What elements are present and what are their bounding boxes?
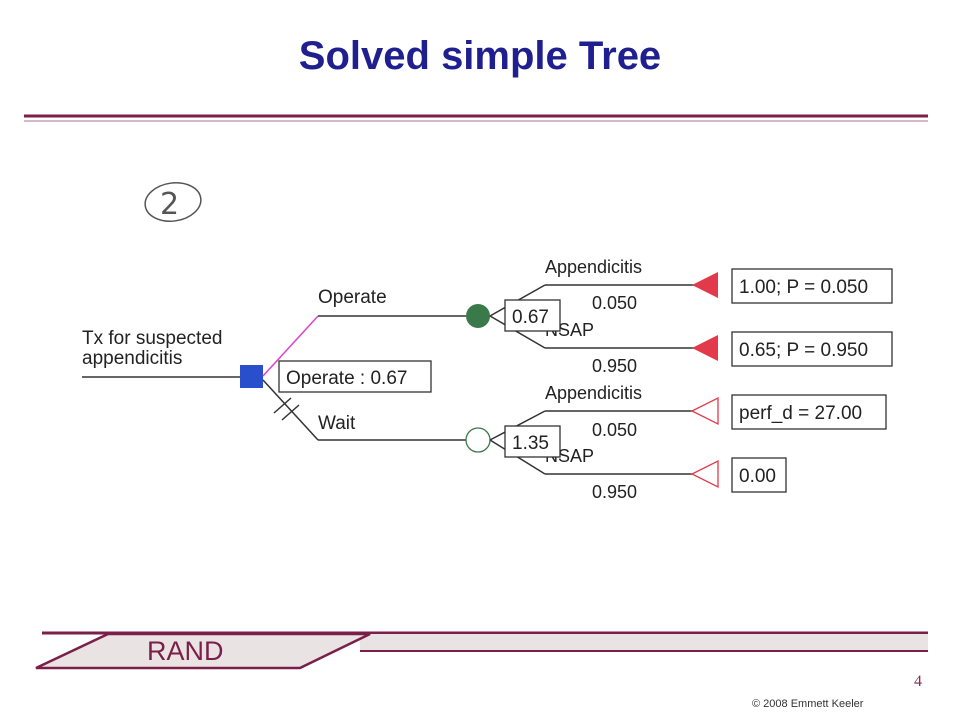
wait-chance-value-box <box>504 425 561 458</box>
terminal-node-operate-nsap <box>692 335 718 361</box>
operate-branch <box>262 315 466 377</box>
wait-appendicitis-label: Appendicitis <box>545 383 642 403</box>
result-wait-nsap: 0.00 <box>739 466 776 487</box>
root-label-line1: Tx for suspected <box>82 328 222 349</box>
cut-mark-1 <box>273 397 292 414</box>
operate-chance-value: 0.67 <box>512 307 549 328</box>
wait-chance-node <box>465 427 491 453</box>
decision-node <box>240 365 263 388</box>
result-operate-appendicitis: 1.00; P = 0.050 <box>739 277 868 298</box>
result-box-wait-nsap <box>731 457 787 493</box>
result-box-wait-appendicitis <box>731 394 887 430</box>
footer-band: RAND <box>35 631 928 670</box>
handwritten-number: 2 <box>160 187 179 222</box>
result-box-operate-nsap <box>731 331 893 367</box>
cut-mark-2 <box>281 404 300 421</box>
terminal-node-wait-nsap <box>690 459 719 489</box>
terminal-node-wait-appendicitis <box>690 396 719 426</box>
wait-chance-value: 1.35 <box>512 433 549 454</box>
rand-logo-text: RAND <box>147 636 224 666</box>
decision-value: Operate : 0.67 <box>286 368 407 389</box>
slide-title: Solved simple Tree <box>298 34 662 78</box>
root-label-line2: appendicitis <box>82 348 182 369</box>
result-box-operate-appendicitis <box>731 268 893 304</box>
operate-chance-node <box>466 304 490 328</box>
wait-branch <box>262 379 466 441</box>
operate-chance-value-box <box>504 299 561 332</box>
operate-nsap-probability: 0.950 <box>592 356 637 376</box>
decision-value-box <box>278 360 432 393</box>
wait-appendicitis-probability: 0.050 <box>592 420 637 440</box>
terminal-node-operate-appendicitis <box>692 272 718 298</box>
wait-nsap-probability: 0.950 <box>592 482 637 502</box>
handwritten-mark: 2 <box>144 182 202 222</box>
copyright-notice: © 2008 Emmett Keeler <box>752 698 864 710</box>
rand-logo-tab <box>35 632 371 670</box>
result-operate-nsap: 0.65; P = 0.950 <box>739 340 868 361</box>
operate-appendicitis-label: Appendicitis <box>545 257 642 277</box>
page-number: 4 <box>914 673 922 690</box>
operate-appendicitis-probability: 0.050 <box>592 293 637 313</box>
result-wait-appendicitis: perf_d = 27.00 <box>739 403 862 424</box>
wait-branch-label: Wait <box>318 413 356 434</box>
operate-branch-label: Operate <box>318 287 387 308</box>
title-rule <box>24 114 928 122</box>
